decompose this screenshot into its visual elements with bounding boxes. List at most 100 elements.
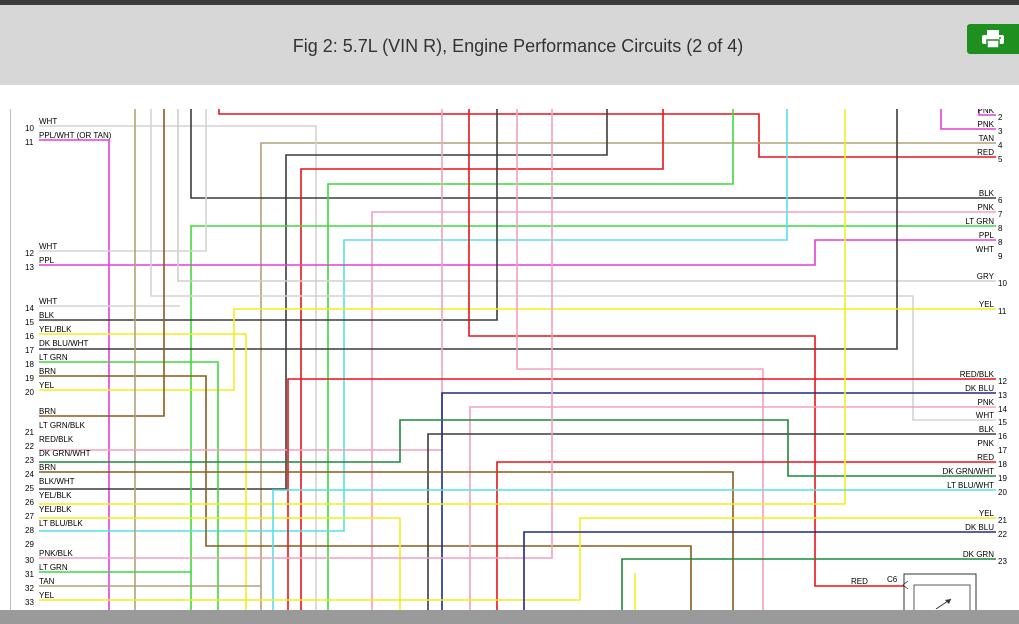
right-pin-number: 8 [998, 238, 1003, 247]
left-wire-label: DK BLU/WHT [39, 339, 88, 348]
right-pin-number: 9 [998, 252, 1003, 261]
wire-red-8 [300, 109, 664, 610]
right-pin-number: 12 [998, 377, 1007, 386]
left-pin-number: 11 [25, 138, 34, 147]
left-wire-label: PPL/WHT (OR TAN) [39, 131, 112, 140]
right-pin-number: 18 [998, 460, 1007, 469]
right-pin-number: 4 [998, 141, 1003, 150]
wire-red-22 [468, 109, 904, 587]
right-pin-number: 2 [998, 113, 1003, 122]
right-wire-label: YEL [979, 509, 995, 518]
wire-brn-24 [39, 375, 692, 610]
wire-red-0 [218, 109, 996, 158]
wire-dkgrn-44 [621, 558, 996, 610]
left-pin-number: 30 [25, 556, 34, 565]
left-wire-label: BLK/WHT [39, 477, 75, 486]
right-pin-number: 21 [998, 516, 1007, 525]
wire-gry-16 [177, 109, 996, 282]
right-pin-number: 13 [998, 391, 1007, 400]
left-pin-number: 18 [25, 360, 34, 369]
left-wire-label: BRN [39, 463, 56, 472]
wire-mag-2 [940, 109, 996, 130]
printer-icon [982, 30, 1004, 49]
right-wire-label: PPL [979, 231, 995, 240]
right-wire-label: DK BLU [965, 384, 994, 393]
right-wire-label: TAN [979, 134, 995, 143]
left-pin-number: 31 [25, 570, 34, 579]
window-top-bar [0, 0, 1019, 5]
wire-pnk-27 [39, 109, 443, 451]
left-wire-label: WHT [39, 117, 57, 126]
wire-grn-23 [39, 361, 219, 610]
right-pin-number: 22 [998, 530, 1007, 539]
wire-tan-3 [260, 142, 996, 610]
left-pin-number: 27 [25, 512, 34, 521]
right-wire-label: WHT [976, 245, 994, 254]
left-wire-label: TAN [39, 577, 55, 586]
wire-blk-19 [39, 109, 898, 350]
wire-red-29 [287, 378, 996, 610]
right-pin-number: 23 [998, 557, 1007, 566]
bottom-scroll-bar[interactable] [0, 610, 1019, 624]
right-pin-number: 7 [998, 210, 1003, 219]
wire-blk-18 [39, 109, 498, 321]
right-pin-number: 17 [998, 446, 1007, 455]
left-wire-label: PPL [39, 256, 55, 265]
page-title: Fig 2: 5.7L (VIN R), Engine Performance … [292, 36, 744, 56]
left-wire-label: PNK/BLK [39, 549, 73, 558]
left-pin-number: 26 [25, 498, 34, 507]
left-pin-number: 25 [25, 484, 34, 493]
wire-pnk-28 [516, 109, 764, 610]
left-wire-label: BLK [39, 311, 55, 320]
right-wire-label: PNK [978, 398, 995, 407]
right-wire-label: GRY [977, 272, 995, 281]
left-wire-label: YEL/BLK [39, 325, 72, 334]
right-wire-label: PNK [978, 120, 995, 129]
left-pin-number: 10 [25, 124, 34, 133]
right-pin-number: 10 [998, 279, 1007, 288]
left-wire-label: LT BLU/BLK [39, 519, 83, 528]
right-pin-number: 5 [998, 155, 1003, 164]
right-wire-label: LT BLU/WHT [947, 481, 994, 490]
left-wire-label: DK GRN/WHT [39, 449, 91, 458]
left-pin-number: 16 [25, 332, 34, 341]
wire-ltblu-38 [272, 489, 996, 610]
left-wire-label: RED/BLK [39, 435, 74, 444]
right-wire-label: DK GRN [963, 550, 994, 559]
left-wire-label: LT GRN [39, 353, 68, 362]
wire-brn-25 [39, 109, 165, 417]
wire-mag-1 [978, 109, 996, 116]
right-wire-label: RED/BLK [960, 370, 995, 379]
wire-yel-37 [39, 517, 401, 610]
left-pin-number: 29 [25, 540, 34, 549]
right-wire-label: PNK [978, 439, 995, 448]
left-pin-number: 21 [25, 428, 34, 437]
wire-dkblu-43 [523, 531, 996, 610]
wire-dkgrn-33 [39, 419, 996, 477]
right-pin-number: 14 [998, 405, 1007, 414]
left-pin-number: 17 [25, 346, 34, 355]
left-pin-number: 22 [25, 442, 34, 451]
wire-blk-6 [190, 109, 996, 199]
right-wire-label: PNK [978, 109, 995, 115]
wire-yel-21 [39, 308, 996, 391]
right-pin-number: 20 [998, 488, 1007, 497]
right-pin-number: 16 [998, 432, 1007, 441]
wire-blk-32 [427, 433, 996, 610]
print-button[interactable] [967, 24, 1019, 54]
left-wire-label: YEL [39, 591, 55, 600]
right-wire-label: PNK [978, 203, 995, 212]
left-wire-label: YEL/BLK [39, 505, 72, 514]
wire-grn-9 [327, 109, 734, 610]
left-pin-number: 23 [25, 456, 34, 465]
left-pin-number: 19 [25, 374, 34, 383]
right-wire-label: DK BLU [965, 523, 994, 532]
wire-mag-5 [39, 139, 110, 610]
left-wire-label: WHT [39, 242, 57, 251]
wire-grn-11 [190, 225, 996, 610]
right-pin-number: 15 [998, 418, 1007, 427]
left-pin-number: 12 [25, 249, 34, 258]
